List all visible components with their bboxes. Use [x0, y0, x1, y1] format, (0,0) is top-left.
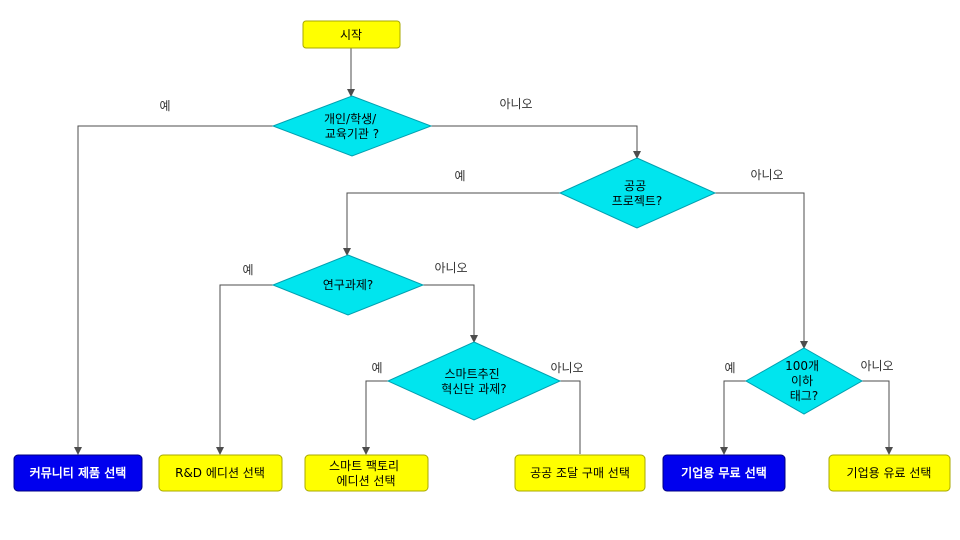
svg-text:스마트 팩토리 에디션 선택: 스마트 팩토리 에디션 선택	[329, 459, 403, 488]
edge-tags-no	[862, 380, 893, 455]
label-personal-yes: 예	[159, 99, 170, 113]
decision-smart[interactable]: 스마트추진 혁신단 과제?	[386, 341, 562, 421]
start-node[interactable]: 시작	[302, 20, 401, 49]
decision-tags[interactable]: 100개 이하 태그?	[744, 347, 864, 415]
edge-public-yes	[343, 192, 560, 256]
label-research-no: 아니오	[434, 261, 467, 275]
result-community[interactable]: 커뮤니티 제품 선택	[13, 454, 143, 492]
edge-personal-no	[431, 125, 641, 159]
edge-research-no	[423, 284, 478, 343]
svg-text:100개 이하 태그?: 100개 이하 태그?	[785, 359, 823, 403]
result-enterprise-free[interactable]: 기업용 무료 선택	[662, 454, 786, 492]
svg-text:공공 프로젝트?: 공공 프로젝트?	[612, 179, 663, 208]
decision-research-label: 연구과제?	[323, 278, 374, 292]
result-community-label: 커뮤니티 제품 선택	[30, 465, 127, 480]
edge-smart-no	[560, 380, 581, 454]
edge-research-yes	[216, 284, 273, 455]
decision-public-line-1: 공공	[624, 179, 646, 193]
result-enterprise-free-label: 기업용 무료 선택	[681, 465, 767, 480]
decision-tags-line-2: 이하	[791, 374, 813, 388]
edge-smart-yes	[362, 380, 388, 455]
decision-public-line-2: 프로젝트?	[612, 194, 663, 208]
result-procurement[interactable]: 공공 조달 구매 선택	[514, 454, 646, 492]
label-tags-no: 아니오	[860, 359, 893, 373]
label-public-no: 아니오	[750, 168, 783, 182]
decision-smart-line-2: 혁신단 과제?	[441, 382, 506, 396]
result-rnd-label: R&D 에디션 선택	[175, 466, 265, 480]
edge-public-no	[715, 192, 808, 349]
edge-personal-yes	[74, 125, 273, 455]
label-research-yes: 예	[242, 263, 253, 277]
result-procurement-label: 공공 조달 구매 선택	[530, 466, 630, 480]
decision-smart-line-1: 스마트추진	[444, 367, 499, 381]
decision-personal-line-1: 개인/학생/	[324, 112, 377, 126]
edges	[74, 48, 893, 455]
result-rnd[interactable]: R&D 에디션 선택	[158, 454, 283, 492]
svg-text:개인/학생/ 교육기관 ?: 개인/학생/ 교육기관 ?	[324, 112, 380, 141]
result-enterprise-paid-label: 기업용 유료 선택	[847, 466, 932, 480]
decision-research[interactable]: 연구과제?	[271, 254, 425, 316]
edge-labels: 예 아니오 예 아니오 예 아니오 예 아니오 예 아니오	[159, 97, 893, 375]
decision-tags-line-3: 태그?	[790, 389, 818, 403]
decision-personal-line-2: 교육기관 ?	[325, 127, 379, 141]
result-smart-factory-line-2: 에디션 선택	[336, 474, 395, 488]
decision-public[interactable]: 공공 프로젝트?	[558, 157, 717, 229]
result-smart-factory[interactable]: 스마트 팩토리 에디션 선택	[304, 454, 429, 492]
start-node-label: 시작	[340, 28, 362, 42]
svg-text:스마트추진 혁신단 과제?: 스마트추진 혁신단 과제?	[441, 367, 506, 396]
result-enterprise-paid[interactable]: 기업용 유료 선택	[828, 454, 951, 492]
label-smart-no: 아니오	[550, 361, 583, 375]
label-smart-yes: 예	[371, 361, 382, 375]
label-public-yes: 예	[454, 169, 465, 183]
label-personal-no: 아니오	[499, 97, 532, 111]
decision-personal[interactable]: 개인/학생/ 교육기관 ?	[271, 95, 433, 157]
result-smart-factory-line-1: 스마트 팩토리	[329, 459, 399, 473]
edge-tags-yes	[720, 380, 746, 455]
decision-tags-line-1: 100개	[785, 359, 819, 373]
label-tags-yes: 예	[724, 361, 735, 375]
